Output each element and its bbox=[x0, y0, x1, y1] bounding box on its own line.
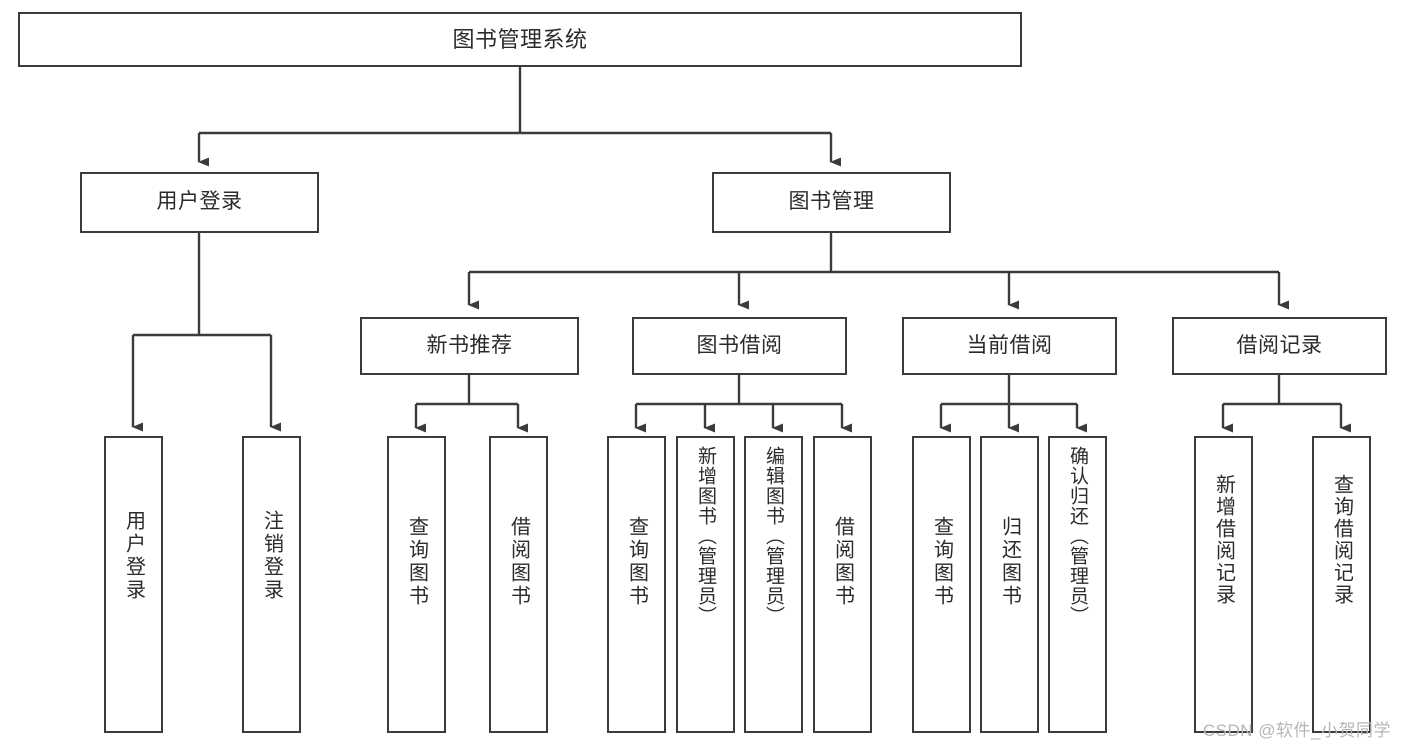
leaf-query-borrow-record[interactable]: 查询借阅记录 bbox=[1312, 436, 1371, 733]
node-label: 图书借阅 bbox=[696, 333, 783, 357]
leaf-query-book-current[interactable]: 查询图书 bbox=[912, 436, 971, 733]
node-borrow-record[interactable]: 借阅记录 bbox=[1172, 317, 1387, 375]
node-new-book-recommend[interactable]: 新书推荐 bbox=[360, 317, 579, 375]
leaf-borrow-book-recommend[interactable]: 借阅图书 bbox=[489, 436, 548, 733]
node-root-book-management-system[interactable]: 图书管理系统 bbox=[18, 12, 1022, 67]
node-label: 查询图书 bbox=[625, 516, 648, 608]
node-label: 新增图书（管理员） bbox=[695, 446, 716, 626]
node-label: 用户登录 bbox=[122, 510, 145, 602]
leaf-borrow-book[interactable]: 借阅图书 bbox=[813, 436, 872, 733]
leaf-query-book-borrow[interactable]: 查询图书 bbox=[607, 436, 666, 733]
node-label: 图书管理 bbox=[788, 190, 875, 214]
leaf-user-logout[interactable]: 注销登录 bbox=[242, 436, 301, 733]
node-label: 借阅记录 bbox=[1236, 333, 1323, 357]
watermark-text: CSDN @软件_小贺同学 bbox=[1202, 721, 1391, 740]
node-label: 编辑图书（管理员） bbox=[763, 446, 784, 626]
node-label: 查询借阅记录 bbox=[1330, 474, 1353, 606]
node-book-borrow[interactable]: 图书借阅 bbox=[632, 317, 847, 375]
node-label: 借阅图书 bbox=[831, 516, 854, 608]
node-label: 查询图书 bbox=[930, 516, 953, 608]
leaf-add-book-admin[interactable]: 新增图书（管理员） bbox=[676, 436, 735, 733]
node-label: 用户登录 bbox=[156, 190, 243, 214]
node-label: 确认归还（管理员） bbox=[1067, 446, 1088, 626]
node-label: 图书管理系统 bbox=[452, 26, 588, 52]
node-label: 新书推荐 bbox=[426, 333, 513, 357]
node-current-borrow[interactable]: 当前借阅 bbox=[902, 317, 1117, 375]
node-label: 归还图书 bbox=[998, 516, 1021, 608]
node-label: 查询图书 bbox=[405, 516, 428, 608]
node-label: 借阅图书 bbox=[507, 516, 530, 608]
leaf-user-login[interactable]: 用户登录 bbox=[104, 436, 163, 733]
node-label: 新增借阅记录 bbox=[1212, 474, 1235, 606]
leaf-confirm-return-admin[interactable]: 确认归还（管理员） bbox=[1048, 436, 1107, 733]
leaf-edit-book-admin[interactable]: 编辑图书（管理员） bbox=[744, 436, 803, 733]
leaf-add-borrow-record[interactable]: 新增借阅记录 bbox=[1194, 436, 1253, 733]
leaf-query-book-recommend[interactable]: 查询图书 bbox=[387, 436, 446, 733]
node-book-manage[interactable]: 图书管理 bbox=[712, 172, 951, 233]
node-label: 当前借阅 bbox=[966, 333, 1053, 357]
node-user-login[interactable]: 用户登录 bbox=[80, 172, 319, 233]
leaf-return-book[interactable]: 归还图书 bbox=[980, 436, 1039, 733]
node-label: 注销登录 bbox=[260, 510, 283, 602]
